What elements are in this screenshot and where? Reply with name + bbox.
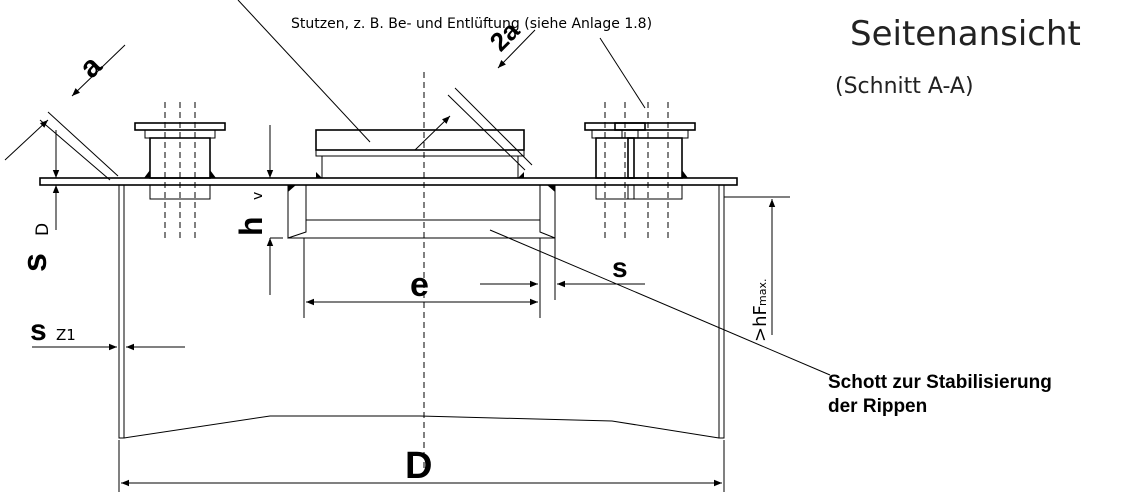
dim-s-d: s <box>16 253 54 272</box>
title-sub: (Schnitt A-A) <box>835 74 974 99</box>
dim-s-z1-sub: Z1 <box>56 326 76 344</box>
title-main: Seitenansicht <box>850 14 1081 54</box>
top-note: Stutzen, z. B. Be- und Entlüftung (siehe… <box>291 16 652 32</box>
dimension-h-f-max <box>724 196 790 335</box>
center-nozzle <box>315 129 525 179</box>
dim-h-v-sub: v <box>250 192 266 200</box>
leader-lines <box>237 0 831 376</box>
baffle-note-line1: Schott zur Stabilisierung <box>828 372 1052 393</box>
right-flange-nozzle-b <box>614 102 696 242</box>
dim-s-z1: s <box>30 314 47 347</box>
dim-s: s <box>612 252 628 283</box>
cover-plate <box>39 177 738 186</box>
dim-D: D <box>405 445 432 487</box>
baffle-note-line2: der Rippen <box>828 396 927 417</box>
dim-s-d-sub: D <box>33 223 53 236</box>
weld-dimension-a-left <box>4 44 126 181</box>
dim-h-v: h <box>233 216 269 236</box>
left-flange-nozzle <box>134 102 226 242</box>
dimension-s <box>480 238 645 300</box>
dim-h-f-max: >hF <box>750 305 771 342</box>
tank-walls <box>118 184 725 439</box>
dimension-e <box>303 238 541 318</box>
weld-dimension-a-right <box>414 29 536 171</box>
reinforcement-rib <box>287 184 556 239</box>
dimension-D <box>118 440 725 492</box>
dimension-h-v <box>266 125 283 295</box>
dim-h-f-max-sub: max. <box>756 279 769 306</box>
dim-e: e <box>410 266 429 304</box>
dim-a-left: a <box>73 49 108 84</box>
